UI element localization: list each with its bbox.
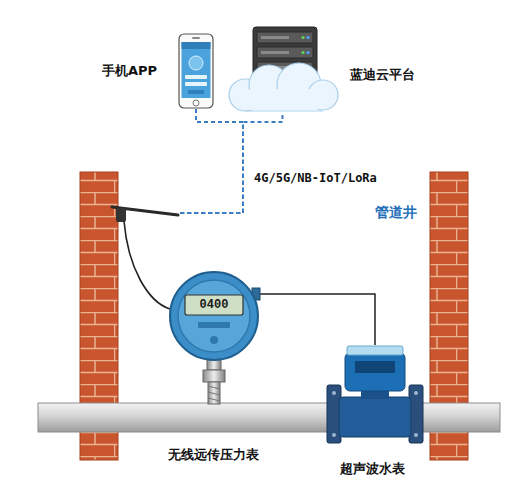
lcd-reading: 0400 [185, 296, 243, 314]
wireless-link [180, 109, 243, 213]
cloud-platform-shape [225, 25, 340, 115]
pressure-gauge-shape [168, 270, 260, 362]
ultrasonic-meter-shape [325, 345, 425, 445]
device-label: 蓝迪云平台 [350, 67, 415, 83]
device-label: 无线远传压力表 [168, 447, 259, 463]
shaft-label: 管道井 [375, 204, 417, 222]
cloud-platform: 蓝迪云平台 [225, 25, 340, 115]
antenna-cable [124, 221, 170, 309]
device-label: 超声波水表 [340, 461, 405, 477]
signal-cable [260, 294, 375, 345]
gauge-stem [203, 356, 225, 404]
pressure-gauge: 0400无线远传压力表 [168, 270, 260, 362]
phone-app: 手机APP [178, 33, 214, 109]
phone-app-shape [178, 33, 214, 109]
device-label: 手机APP [102, 63, 157, 79]
ultrasonic-meter: 超声波水表 [325, 345, 425, 445]
network-label: 4G/5G/NB-IoT/LoRa [252, 171, 379, 185]
pipe [38, 403, 500, 432]
antenna [112, 207, 178, 222]
wireless-link [180, 115, 283, 213]
